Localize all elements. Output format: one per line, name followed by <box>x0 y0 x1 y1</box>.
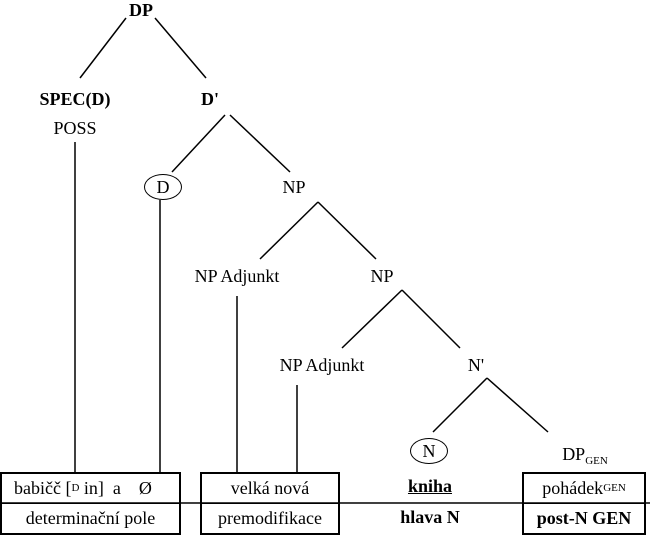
postmod-label: post-N GEN <box>536 507 632 528</box>
edge-np-np <box>317 201 377 260</box>
node-n: N <box>422 440 436 461</box>
determiner-box-top: babičč [D in] a Ø <box>2 474 179 502</box>
determiner-label: determinační pole <box>25 507 156 528</box>
node-n-oval: N <box>410 438 448 464</box>
node-d-oval: D <box>144 174 182 200</box>
edge-np2-nbar <box>401 289 461 349</box>
edge-dp-dbar <box>154 17 207 79</box>
determiner-top-sub: D <box>71 482 80 494</box>
node-dp: DP <box>129 0 153 20</box>
premod-box-top: velká nová <box>202 474 338 502</box>
node-np-adjunkt-2: NP Adjunkt <box>279 355 365 375</box>
head-word: kniha <box>407 475 453 496</box>
head-top: kniha <box>380 472 480 500</box>
determiner-box-bottom: determinační pole <box>2 503 179 532</box>
null-symbol: Ø <box>138 477 152 498</box>
head-bottom: hlava N <box>380 503 480 531</box>
head-label: hlava N <box>400 506 460 527</box>
premod-words: velká nová <box>230 477 310 498</box>
determiner-box: babičč [D in] a Ø determinační pole <box>0 472 181 535</box>
edge-dp-spec <box>79 17 127 79</box>
premod-label: premodifikace <box>218 507 322 528</box>
edge-np-adj <box>259 201 319 260</box>
node-np-1: NP <box>282 177 306 197</box>
edge-dbar-d <box>171 114 226 173</box>
postmod-box-bottom: post-N GEN <box>524 503 644 532</box>
edge-np2-adj <box>341 289 403 349</box>
node-d-bar: D' <box>201 89 219 109</box>
node-d: D <box>156 176 170 197</box>
determiner-top-pre: babičč [ <box>14 477 72 498</box>
node-dp-gen-sub: GEN <box>585 455 608 467</box>
node-spec-d: SPEC(D) <box>39 89 111 109</box>
node-dp-gen: DPGEN <box>562 444 608 471</box>
edge-dbar-np <box>229 114 291 173</box>
premod-box: velká nová premodifikace <box>200 472 340 535</box>
edge-nbar-n <box>432 377 488 433</box>
node-np-adjunkt-1: NP Adjunkt <box>194 266 280 286</box>
postmod-word-sub: GEN <box>603 482 626 494</box>
premod-box-bottom: premodifikace <box>202 503 338 532</box>
node-poss: POSS <box>53 118 97 138</box>
node-n-bar: N' <box>467 355 485 375</box>
node-dp-gen-base: DP <box>562 444 586 464</box>
postmod-word: pohádek <box>542 477 604 498</box>
edge-nbar-dpgen <box>486 377 549 433</box>
node-np-2: NP <box>370 266 394 286</box>
head-block: kniha hlava N <box>380 472 480 535</box>
determiner-top-post: in] a <box>79 477 121 498</box>
